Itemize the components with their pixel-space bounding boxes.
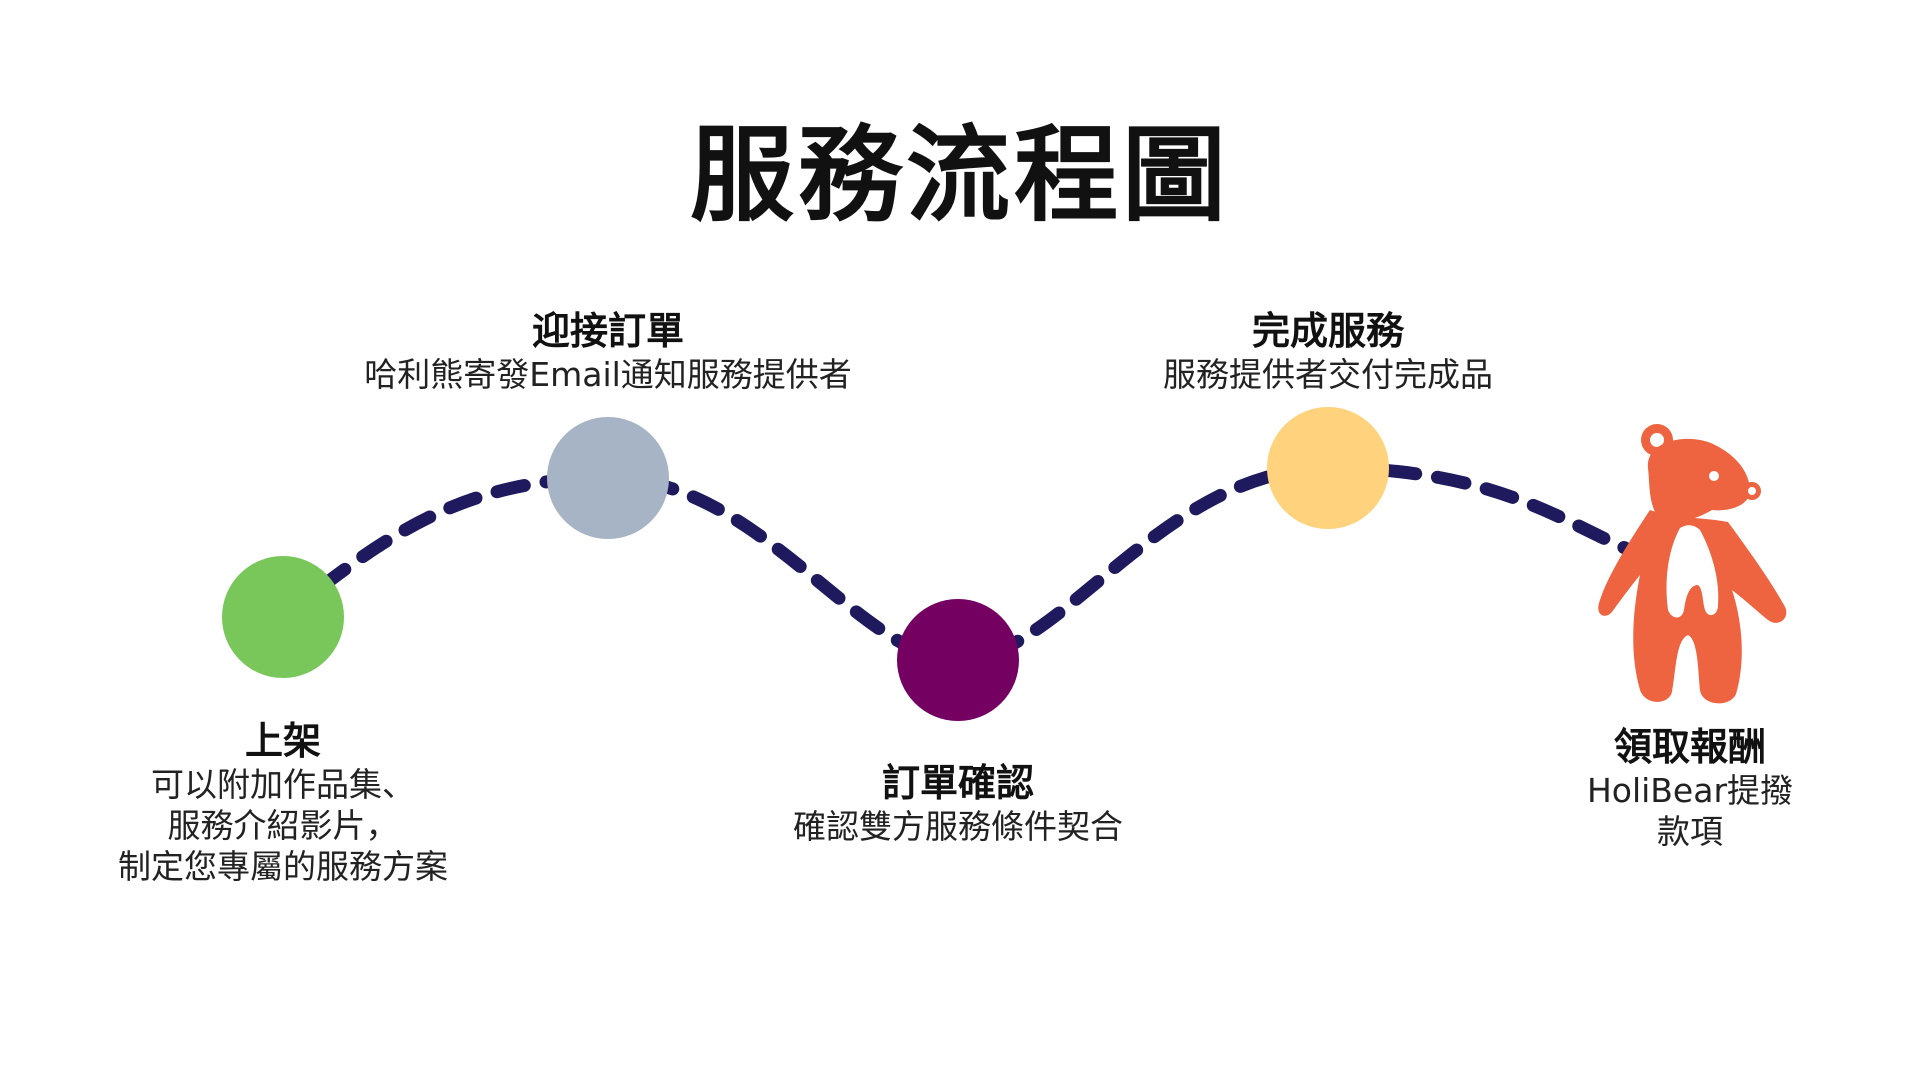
- step-label-upload: 上架 可以附加作品集、 服務介紹影片， 制定您專屬的服務方案: [118, 719, 448, 887]
- step-description: HoliBear提撥款項: [1586, 770, 1794, 851]
- step-title: 訂單確認: [881, 761, 1034, 805]
- step-label-receive-order: 迎接訂單 哈利熊寄發Email通知服務提供者: [364, 309, 852, 395]
- step-node-upload: [222, 556, 344, 678]
- step-node-complete-service: [1267, 407, 1389, 529]
- step-description: 確認雙方服務條件契合: [793, 806, 1123, 846]
- step-description: 服務提供者交付完成品: [1163, 354, 1493, 394]
- step-description: 可以附加作品集、 服務介紹影片， 制定您專屬的服務方案: [118, 764, 448, 887]
- step-node-receive-order: [547, 417, 669, 539]
- step-title: 領取報酬: [1613, 725, 1766, 769]
- step-title: 完成服務: [1251, 309, 1404, 353]
- bear-mascot-icon: [1598, 424, 1787, 704]
- step-label-receive-payment: 領取報酬 HoliBear提撥款項: [1575, 725, 1805, 852]
- page-title: 服務流程圖: [689, 114, 1230, 236]
- step-label-complete-service: 完成服務 服務提供者交付完成品: [1163, 309, 1493, 395]
- step-label-order-confirm: 訂單確認 確認雙方服務條件契合: [793, 761, 1123, 847]
- step-node-order-confirm: [897, 599, 1019, 721]
- step-title: 迎接訂單: [531, 309, 684, 353]
- step-title: 上架: [244, 719, 321, 763]
- step-description: 哈利熊寄發Email通知服務提供者: [364, 354, 852, 394]
